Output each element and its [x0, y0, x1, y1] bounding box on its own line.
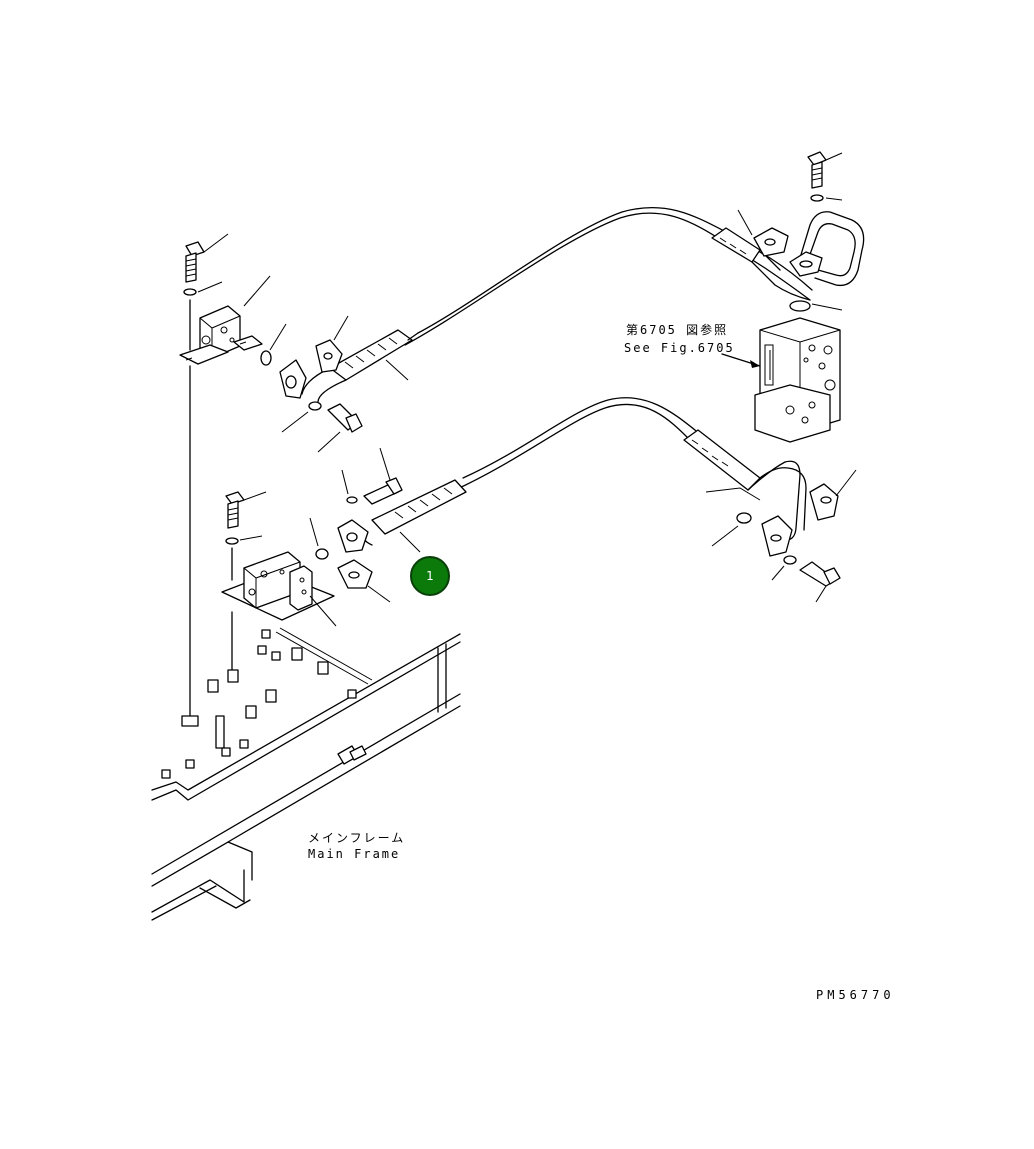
main-frame-label-en: Main Frame	[308, 847, 401, 861]
ref-note-en: See Fig.6705	[624, 341, 735, 355]
ref-note-jp: 第6705 図参照	[626, 323, 729, 337]
left-lower-fitting	[309, 447, 467, 603]
upper-right-fitting	[711, 151, 865, 312]
lower-hose	[454, 397, 701, 491]
part-callout-1[interactable]: 1	[410, 556, 450, 596]
main-frame-label-jp: メインフレーム	[308, 831, 406, 845]
valve-block	[721, 317, 841, 443]
upper-clamp-bracket	[179, 233, 287, 717]
lower-clamp-bracket	[221, 491, 337, 673]
upper-hose	[404, 206, 813, 346]
main-frame	[151, 627, 461, 921]
lower-right-fitting	[683, 429, 857, 603]
drawing-number: PM56770	[816, 988, 895, 1002]
frame-nuts	[161, 629, 367, 779]
callout-number: 1	[426, 569, 434, 583]
left-upper-fitting	[279, 315, 419, 453]
